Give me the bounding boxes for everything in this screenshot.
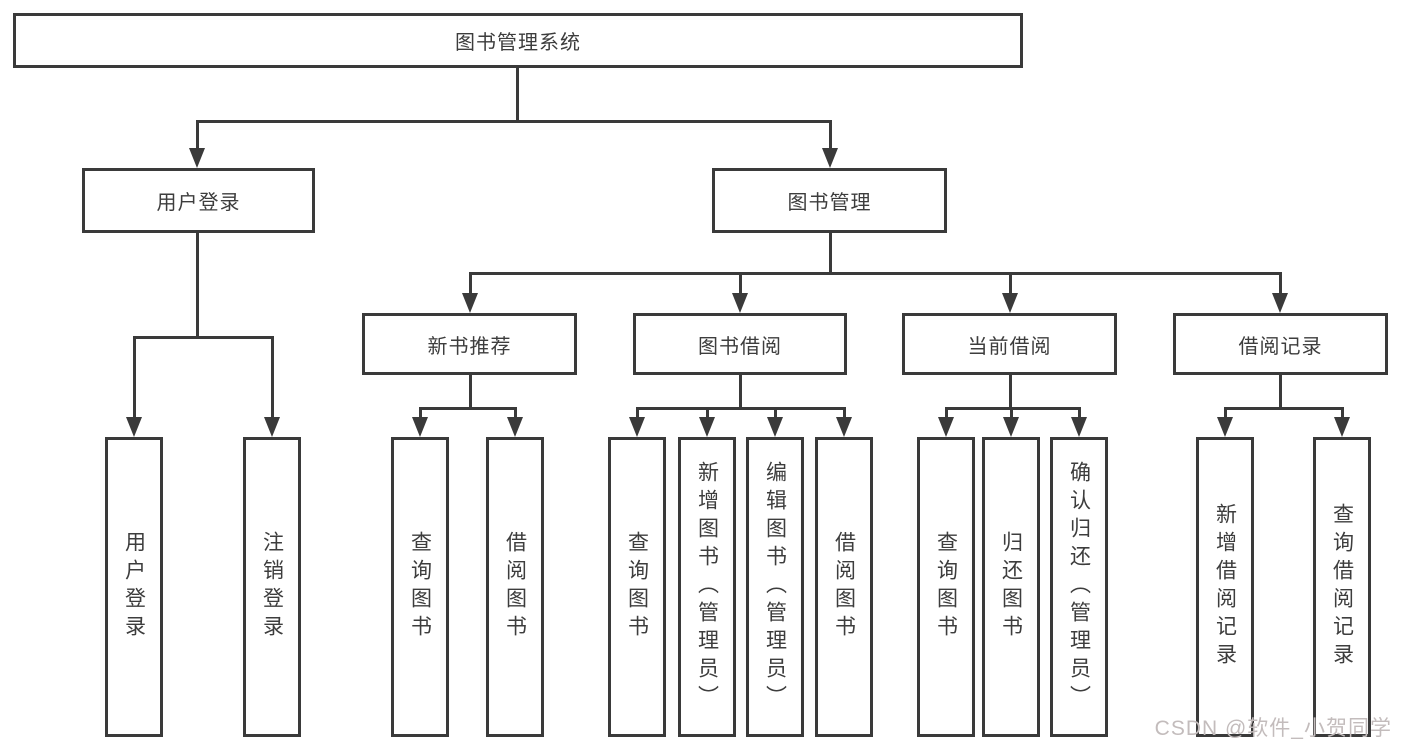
connector-line [636,407,846,410]
connector-line [196,233,199,339]
connector-line [133,336,274,339]
leaf-borrow-books: 借阅图书 [815,437,873,737]
leaf-user-login: 用户登录 [105,437,163,737]
node-book-borrow: 图书借阅 [633,313,847,375]
connector-line [636,407,639,420]
arrow-down-icon [836,417,852,437]
node-user-login: 用户登录 [82,168,315,233]
node-current-borrow: 当前借阅 [902,313,1117,375]
connector-line [739,375,742,410]
connector-line [469,272,472,296]
arrow-down-icon [264,417,280,437]
connector-line [1279,272,1282,296]
arrow-down-icon [1217,417,1233,437]
arrow-down-icon [767,417,783,437]
arrow-down-icon [462,293,478,313]
connector-line [945,407,948,420]
connector-line [829,233,832,275]
leaf-add-borrow-record: 新增借阅记录 [1196,437,1254,737]
arrow-down-icon [938,417,954,437]
connector-line [843,407,846,420]
connector-line [133,336,136,419]
arrow-down-icon [507,417,523,437]
connector-line [706,407,709,420]
connector-line [1078,407,1081,420]
connector-line [1341,407,1344,420]
connector-line [945,407,1081,410]
leaf-logout: 注销登录 [243,437,301,737]
connector-line [774,407,777,420]
arrow-down-icon [412,417,428,437]
arrow-down-icon [189,148,205,168]
leaf-borrow-books-recommend: 借阅图书 [486,437,544,737]
arrow-down-icon [699,417,715,437]
node-new-book-recommend: 新书推荐 [362,313,577,375]
connector-line [419,407,422,420]
connector-line [469,272,1282,275]
csdn-watermark: CSDN @软件_小贺同学 [1154,717,1392,740]
arrow-down-icon [1002,293,1018,313]
connector-line [829,120,832,152]
connector-line [1224,407,1227,420]
connector-line [514,407,517,420]
connector-line [419,407,517,410]
arrow-down-icon [1334,417,1350,437]
leaf-query-books-recommend: 查询图书 [391,437,449,737]
connector-line [1009,272,1012,296]
arrow-down-icon [629,417,645,437]
leaf-query-books-current: 查询图书 [917,437,975,737]
connector-line [196,120,199,152]
arrow-down-icon [1003,417,1019,437]
leaf-add-books-admin: 新增图书（管理员） [678,437,736,737]
leaf-query-books-borrow: 查询图书 [608,437,666,737]
arrow-down-icon [822,148,838,168]
leaf-query-borrow-record: 查询借阅记录 [1313,437,1371,737]
arrow-down-icon [126,417,142,437]
leaf-return-books: 归还图书 [982,437,1040,737]
connector-line [739,272,742,296]
connector-line [1224,407,1344,410]
connector-line [196,120,832,123]
node-root: 图书管理系统 [13,13,1023,68]
leaf-confirm-return-admin: 确认归还（管理员） [1050,437,1108,737]
node-borrow-records: 借阅记录 [1173,313,1388,375]
arrow-down-icon [1071,417,1087,437]
node-book-management: 图书管理 [712,168,947,233]
connector-line [1010,407,1013,420]
connector-line [469,375,472,410]
connector-line [1009,375,1012,410]
connector-line [516,68,519,123]
connector-line [271,336,274,419]
connector-line [1279,375,1282,410]
arrow-down-icon [732,293,748,313]
arrow-down-icon [1272,293,1288,313]
leaf-edit-books-admin: 编辑图书（管理员） [746,437,804,737]
